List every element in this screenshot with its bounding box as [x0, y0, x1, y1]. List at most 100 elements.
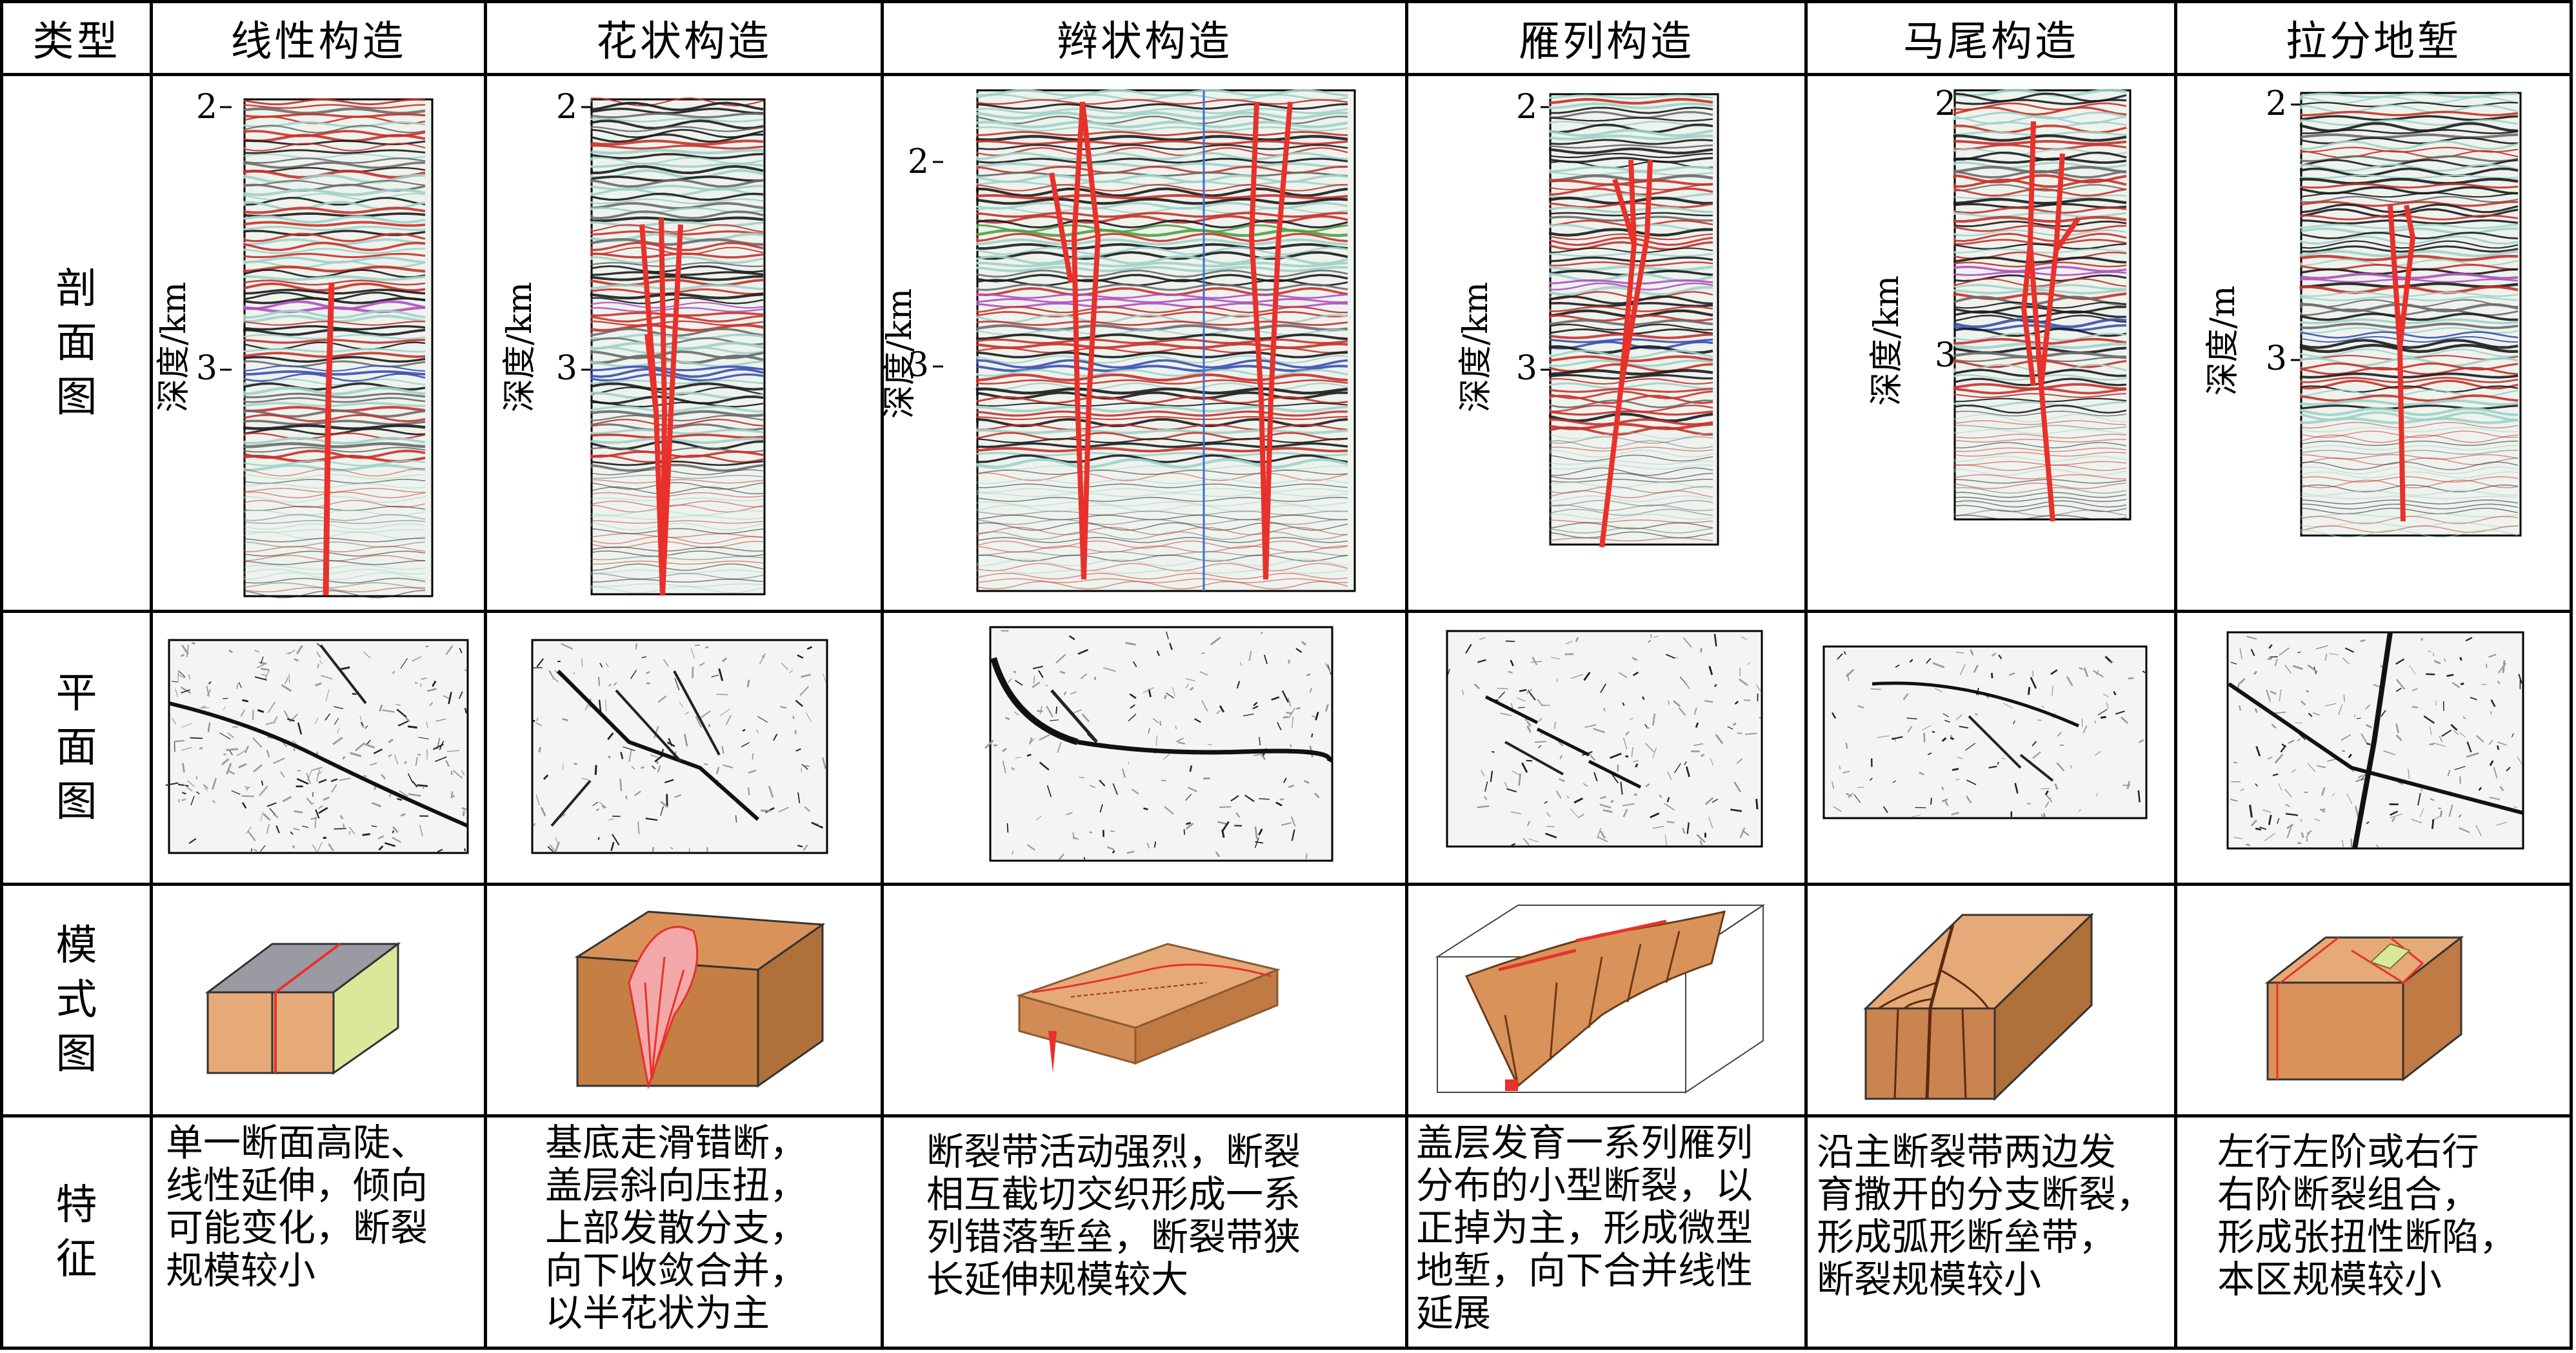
section-cell-flower: 2 3 深度/km — [487, 76, 884, 613]
tick-top: 2 — [196, 88, 217, 126]
header-linear: 线性构造 — [153, 0, 487, 76]
feature-line: 沿主断裂带两边发 — [1817, 1130, 2117, 1174]
tick-mid: 3 — [1935, 336, 1956, 375]
section-cell-pull-apart: 2 3 深度/m — [2177, 76, 2573, 613]
plan-cell-pull-apart — [2177, 613, 2573, 886]
feature-line: 向下收敛合并， — [545, 1248, 808, 1292]
feature-line: 列错落堑垒，断裂带狭 — [926, 1215, 1301, 1259]
seismic-panel — [590, 97, 766, 596]
model-block-horsetail — [1863, 912, 2094, 1101]
model-cell-flower — [487, 886, 884, 1117]
fault-trace — [1049, 101, 1293, 580]
fault-trace — [2021, 121, 2081, 522]
rowlabel-section-1: 剖 — [55, 265, 97, 313]
feature-line: 育撒开的分支断裂， — [1817, 1172, 2154, 1216]
feature-line: 断裂带活动强烈，断裂 — [926, 1130, 1301, 1174]
feature-line: 基底走滑错断， — [545, 1121, 808, 1165]
feature-cell-en-echelon: 盖层发育一系列雁列 分布的小型断裂，以 正掉为主，形成微型 地堑，向下合并线性 … — [1408, 1117, 1808, 1350]
rowlabel-plan-3: 图 — [55, 778, 97, 826]
depth-axis-label: 深度/km — [884, 288, 919, 419]
tick-top: 2 — [2266, 85, 2287, 123]
depth-axis-label: 深度/km — [501, 282, 539, 412]
feature-line: 本区规模较小 — [2217, 1258, 2442, 1301]
plan-figure-flower — [531, 639, 828, 854]
seismic-panel — [1953, 88, 2132, 521]
feature-line: 左行左阶或右行 — [2217, 1130, 2480, 1174]
feature-line: 右阶断裂组合， — [2217, 1172, 2480, 1216]
plan-cell-flower — [487, 613, 884, 886]
model-block-pull-apart — [2264, 935, 2464, 1082]
plan-cell-en-echelon — [1408, 613, 1808, 886]
rowlabel-section: 剖 面 图 — [0, 76, 153, 613]
rowlabel-model: 模 式 图 — [0, 886, 153, 1117]
seismic-panel — [243, 98, 434, 599]
model-block-en-echelon — [1435, 904, 1766, 1094]
plan-attribute-map — [984, 626, 1333, 862]
feature-line: 相互截切交织形成一系 — [926, 1172, 1301, 1216]
feature-line: 盖层斜向压扭， — [545, 1163, 808, 1207]
feature-line: 形成弧形断垒带， — [1817, 1215, 2117, 1259]
feature-line: 单一断面高陡、 — [166, 1121, 428, 1165]
section-cell-linear: 2 3 深度/km — [153, 76, 487, 613]
rowlabel-plan-2: 面 — [55, 724, 97, 772]
feature-line: 延展 — [1416, 1291, 1492, 1335]
feature-cell-pull-apart: 左行左阶或右行 右阶断裂组合， 形成张扭性断陷， 本区规模较小 — [2177, 1117, 2573, 1350]
feature-cell-flower: 基底走滑错断， 盖层斜向压扭， 上部发散分支， 向下收敛合并， 以半花状为主 — [487, 1117, 884, 1350]
feature-line: 线性延伸，倾向 — [166, 1163, 428, 1207]
feature-line: 长延伸规模较大 — [926, 1258, 1189, 1301]
model-cell-en-echelon — [1408, 886, 1808, 1117]
model-cell-braided — [884, 886, 1408, 1117]
header-braided: 辫状构造 — [884, 0, 1408, 76]
tick-top: 2 — [1516, 88, 1537, 126]
seismic-panel — [2299, 92, 2522, 538]
rowlabel-model-1: 模 — [55, 922, 97, 970]
plan-cell-horsetail — [1808, 613, 2177, 886]
feature-line: 分布的小型断裂，以 — [1416, 1163, 1753, 1207]
tick-mid: 3 — [908, 346, 929, 385]
rowlabel-plan: 平 面 图 — [0, 613, 153, 886]
section-figure-braided: 2 3 深度/km — [881, 89, 1356, 592]
section-cell-en-echelon: 2 3 深度/km — [1408, 76, 1808, 613]
plan-cell-braided — [884, 613, 1408, 886]
tick-mid: 3 — [1516, 349, 1537, 388]
feature-cell-linear: 单一断面高陡、 线性延伸，倾向 可能变化，断裂 规模较小 — [153, 1117, 487, 1350]
tick-mid: 3 — [2266, 339, 2287, 378]
plan-figure-en-echelon — [1446, 630, 1763, 848]
tick-mid: 3 — [556, 349, 577, 388]
depth-axis-label: 深度/km — [155, 282, 194, 412]
feature-line: 断裂规模较小 — [1817, 1258, 2042, 1301]
rowlabel-section-3: 图 — [55, 373, 97, 421]
fault-trace — [323, 282, 335, 596]
model-block-braided — [1015, 943, 1281, 1073]
rowlabel-section-2: 面 — [55, 319, 97, 367]
feature-line: 上部发散分支， — [545, 1206, 808, 1250]
rowlabel-feature: 特 征 — [0, 1117, 153, 1350]
section-figure-linear: 2 3 深度/km — [155, 88, 434, 599]
tick-top: 2 — [908, 143, 929, 181]
feature-line: 规模较小 — [166, 1248, 316, 1292]
header-en-echelon: 雁列构造 — [1408, 0, 1808, 76]
feature-line: 以半花状为主 — [545, 1291, 770, 1335]
model-cell-pull-apart — [2177, 886, 2573, 1117]
seismic-panel — [975, 89, 1356, 592]
section-figure-en-echelon: 2 3 深度/km — [1457, 88, 1719, 548]
rowlabel-feature-1: 特 — [55, 1181, 97, 1229]
feature-line: 形成张扭性断陷， — [2217, 1215, 2517, 1259]
header-flower: 花状构造 — [487, 0, 884, 76]
plan-figure-horsetail — [1822, 645, 2148, 819]
section-figure-flower: 2 3 深度/km — [501, 88, 766, 596]
section-cell-horsetail: 2 3 深度/km — [1808, 76, 2177, 613]
plan-attribute-map — [1446, 630, 1763, 848]
header-pull-apart: 拉分地堑 — [2177, 0, 2573, 76]
rowlabel-feature-2: 征 — [55, 1235, 97, 1283]
header-horsetail: 马尾构造 — [1808, 0, 2177, 76]
plan-attribute-map — [2226, 631, 2524, 850]
fault-trace — [2388, 205, 2416, 522]
model-cell-linear — [153, 886, 487, 1117]
plan-attribute-map — [165, 639, 469, 854]
plan-attribute-map — [1822, 645, 2148, 819]
plan-cell-linear — [153, 613, 487, 886]
feature-cell-braided: 断裂带活动强烈，断裂 相互截切交织形成一系 列错落堑垒，断裂带狭 长延伸规模较大 — [884, 1117, 1408, 1350]
rowlabel-model-2: 式 — [55, 976, 97, 1024]
